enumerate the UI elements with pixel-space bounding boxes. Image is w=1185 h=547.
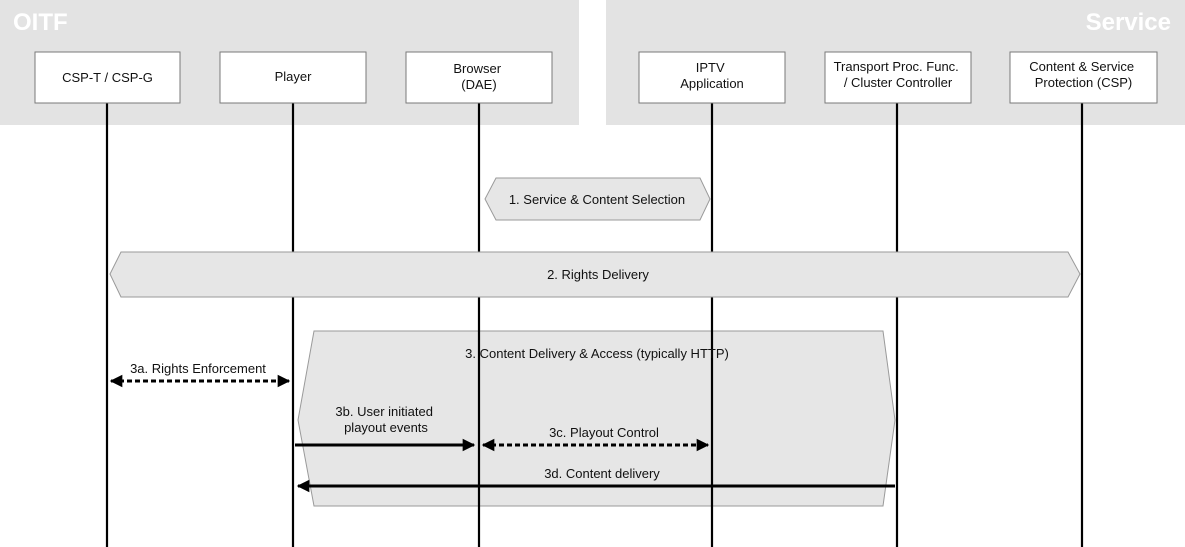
actor-label-player: Player <box>275 69 313 84</box>
actor-label-iptv: IPTV Application <box>680 60 744 91</box>
step-1-service-selection-band <box>484 177 711 221</box>
actor-box-transport <box>824 51 972 104</box>
step-3-content-delivery-band <box>297 330 896 507</box>
step-3c-label: 3c. Playout Control <box>549 425 659 440</box>
actor-box-player <box>219 51 367 104</box>
step-3b-label: 3b. User initiated playout events <box>335 404 436 435</box>
actor-label-browser: Browser (DAE) <box>453 61 504 92</box>
step-1-label: 1. Service & Content Selection <box>509 192 685 207</box>
step-3d-label: 3d. Content delivery <box>544 466 660 481</box>
step-3a-label: 3a. Rights Enforcement <box>130 361 266 376</box>
step-3-label: 3. Content Delivery & Access (typically … <box>465 346 729 361</box>
actor-box-iptv <box>638 51 786 104</box>
oitf-group-title: OITF <box>13 9 68 36</box>
actor-label-csp-t: CSP-T / CSP-G <box>62 70 153 85</box>
step-2-label: 2. Rights Delivery <box>547 267 649 282</box>
actor-box-csp-t <box>34 51 181 104</box>
actor-box-csp <box>1009 51 1158 104</box>
actor-label-csp: Content & Service Protection (CSP) <box>1029 59 1137 90</box>
actor-box-browser <box>405 51 553 104</box>
service-group-title: Service <box>1086 9 1171 36</box>
actor-label-transport: Transport Proc. Func. / Cluster Controll… <box>834 59 963 90</box>
step-2-rights-delivery-band <box>109 251 1081 298</box>
